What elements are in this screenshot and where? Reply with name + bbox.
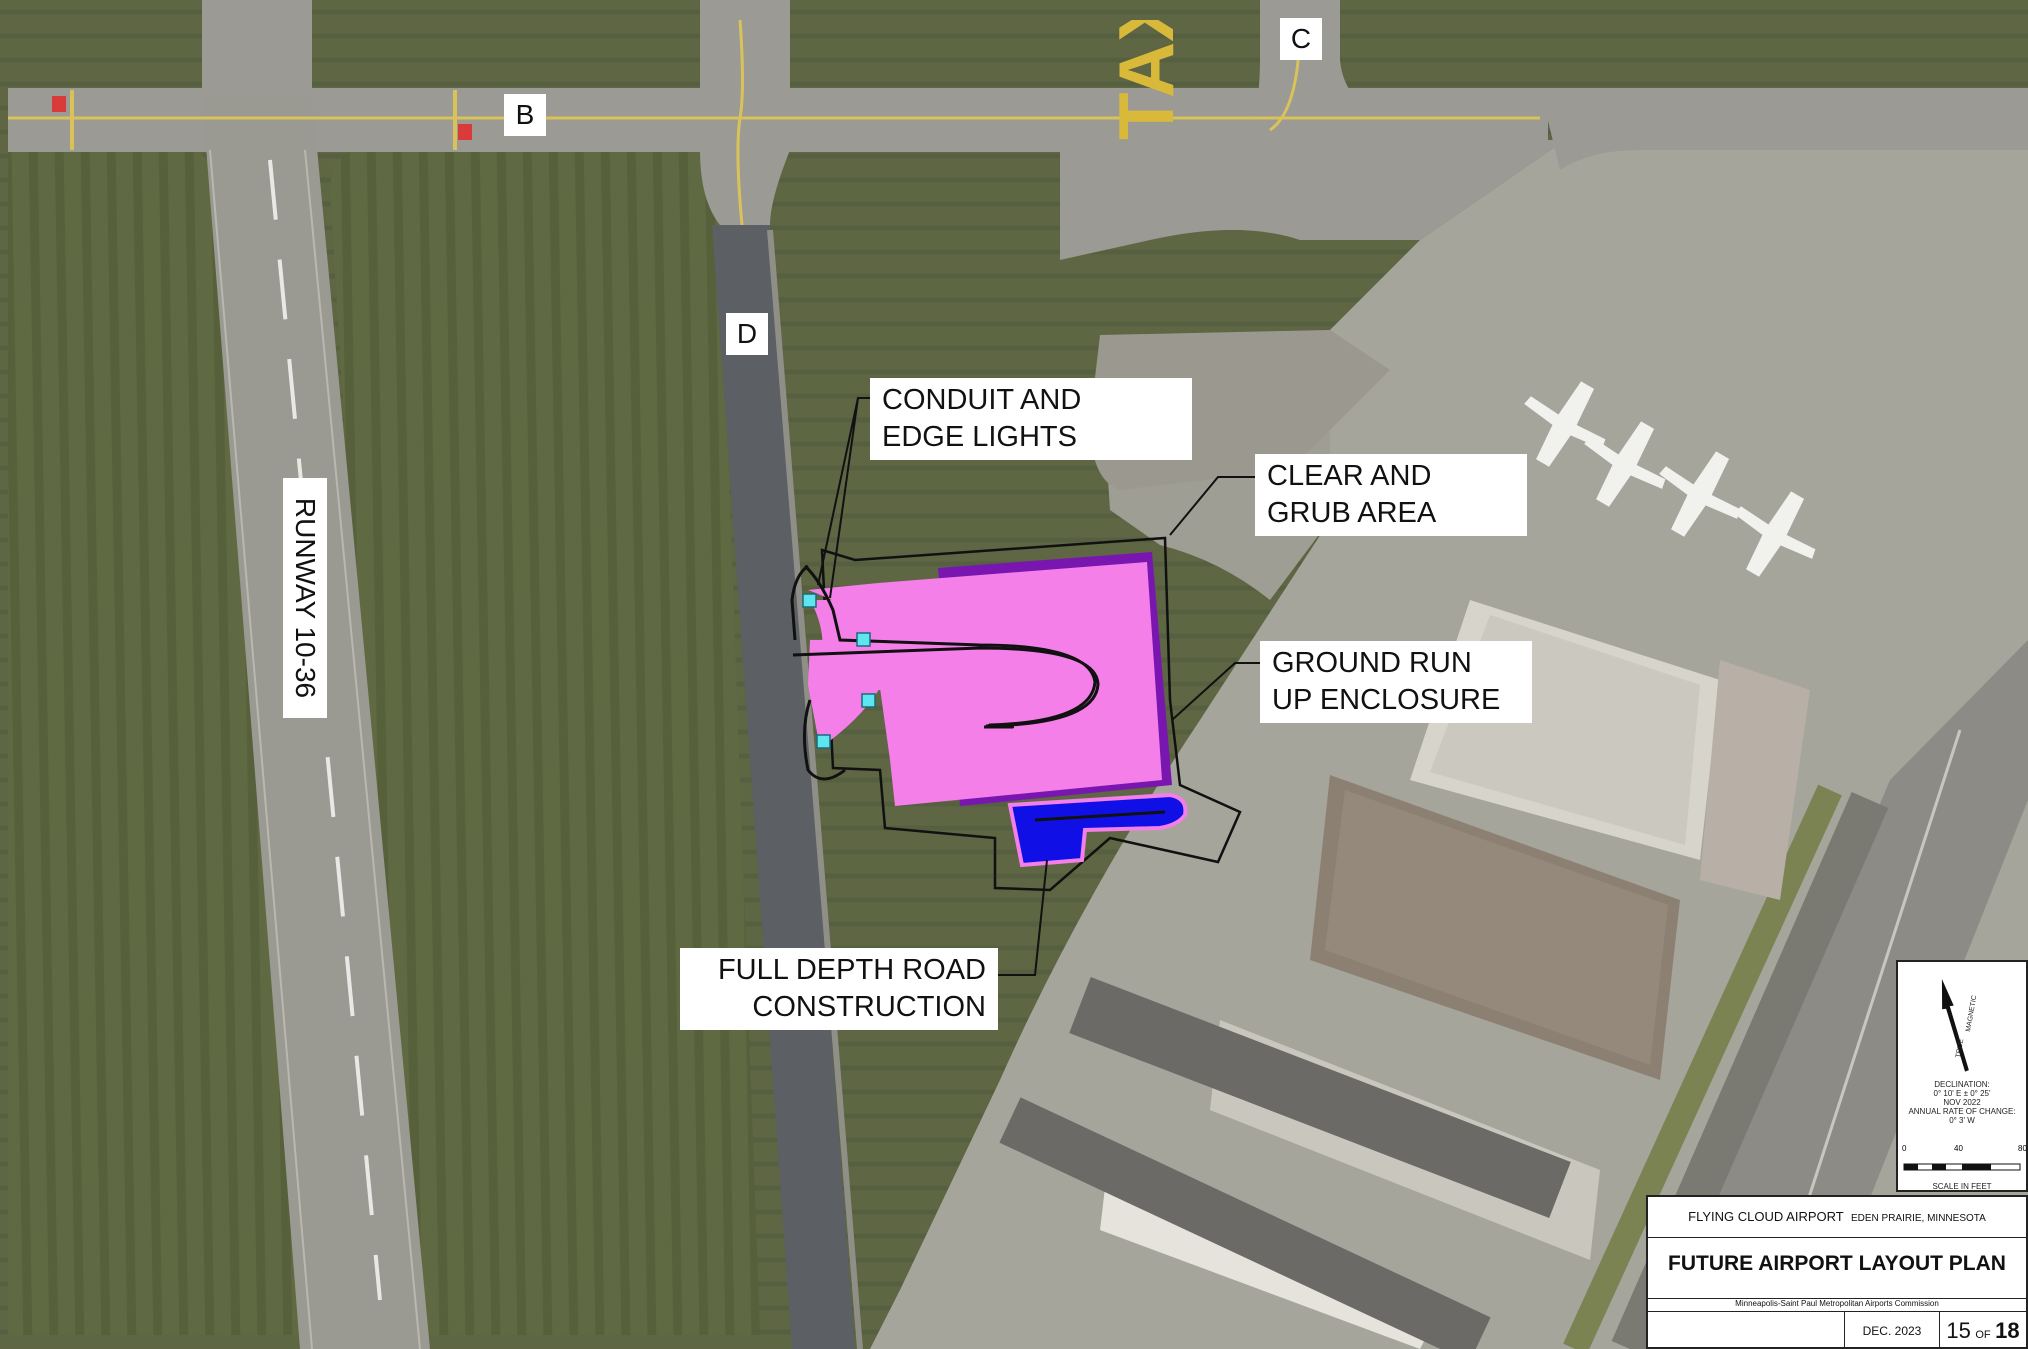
airport-location: EDEN PRAIRIE, MINNESOTA xyxy=(1850,1213,1986,1224)
runway-label: RUNWAY 10-36 xyxy=(283,478,327,718)
north-arrow-icon: MAGNETIC TRUE xyxy=(1941,978,1978,1072)
airport-name: FLYING CLOUD AIRPORT xyxy=(1688,1209,1844,1224)
taxilane-2 xyxy=(999,1097,1491,1349)
taxiway-b-east xyxy=(1540,88,2028,170)
hook-north xyxy=(790,564,809,641)
conduit-callout: CONDUIT AND EDGE LIGHTS xyxy=(870,378,1192,460)
scale-tick-80: 80 xyxy=(2018,1144,2027,1153)
taxi-marking: TAXI xyxy=(1115,20,1175,140)
hangar-south-roof xyxy=(1325,790,1668,1065)
runway-edge-east xyxy=(304,149,421,1349)
sheet-number: 15 OF 18 xyxy=(1946,1318,2020,1343)
commission-name: Minneapolis-Saint Paul Metropolitan Airp… xyxy=(1735,1299,1939,1308)
highway xyxy=(1650,640,2028,1349)
clear-grub-callout: CLEAR AND GRUB AREA xyxy=(1255,454,1527,536)
scale-tick-0: 0 xyxy=(1902,1144,1907,1153)
road-callout: FULL DEPTH ROAD CONSTRUCTION xyxy=(680,948,998,1030)
taxiway-d-shoulder xyxy=(767,229,863,1349)
hook-south xyxy=(802,699,846,781)
taxiway-b-label: B xyxy=(504,94,546,136)
rate-title: ANNUAL RATE OF CHANGE: xyxy=(1908,1107,2016,1116)
road-centerline xyxy=(1034,810,1166,822)
hangar-office xyxy=(1700,660,1810,900)
rate-value: 0° 3' W xyxy=(1949,1116,1975,1125)
scale-bar xyxy=(1903,1163,2021,1171)
declination-title: DECLINATION: xyxy=(1934,1080,1990,1089)
turnaround-line xyxy=(792,646,1100,728)
connector-d xyxy=(700,150,790,225)
runway-edge-west xyxy=(209,149,313,1349)
runup-enclosure xyxy=(808,562,1162,806)
runup-throat xyxy=(810,600,890,690)
runway-top-extension xyxy=(202,0,312,95)
clear-grub-boundary xyxy=(820,536,1242,892)
taxiway-c-label: C xyxy=(1280,18,1322,60)
road-leader xyxy=(995,859,1048,976)
svg-text:TRUE: TRUE xyxy=(1955,1038,1965,1058)
scale-tick-40: 40 xyxy=(1954,1144,1963,1153)
connector-mid xyxy=(700,0,790,95)
runup-callout: GROUND RUN UP ENCLOSURE xyxy=(1260,641,1532,723)
svg-text:TAXI: TAXI xyxy=(1115,20,1175,140)
airport-name-row: FLYING CLOUD AIRPORT EDEN PRAIRIE, MINNE… xyxy=(1648,1197,2026,1238)
taxiway-d-label: D xyxy=(726,313,768,355)
drawing-date: DEC. 2023 xyxy=(1844,1312,1940,1349)
title-block: FLYING CLOUD AIRPORT EDEN PRAIRIE, MINNE… xyxy=(1646,1195,2028,1349)
edge-light-markers xyxy=(802,593,876,749)
taxiway-d xyxy=(712,225,855,1349)
scale-caption: SCALE IN FEET xyxy=(1932,1182,1992,1191)
connector-markings xyxy=(736,19,744,226)
runway-centerline xyxy=(268,159,382,1301)
clear-grub-leader xyxy=(1169,476,1265,536)
runway-10-36 xyxy=(202,95,430,1349)
parked-aircraft xyxy=(1524,381,1816,577)
drawing-title-row: FUTURE AIRPORT LAYOUT PLAN xyxy=(1648,1238,2026,1299)
drawing-title: FUTURE AIRPORT LAYOUT PLAN xyxy=(1668,1252,2006,1275)
declination-value: 0° 10' E ± 0° 25' xyxy=(1933,1089,1991,1098)
sheet-info-row: DEC. 2023 15 OF 18 xyxy=(1648,1311,2026,1349)
svg-text:MAGNETIC: MAGNETIC xyxy=(1965,995,1978,1033)
runup-leader xyxy=(1171,662,1265,721)
hold-sign-west xyxy=(52,96,66,112)
taxilane-1 xyxy=(1069,977,1571,1218)
highway-grass xyxy=(1563,784,1842,1349)
north-arrow-panel: MAGNETIC TRUE DECLINATION: 0° 10' E ± 0°… xyxy=(1896,960,2028,1192)
hold-sign-east xyxy=(458,124,472,140)
taxiway-c xyxy=(1060,0,1565,260)
declination-date: NOV 2022 xyxy=(1943,1098,1981,1107)
infield-grass-middle xyxy=(330,150,760,1335)
